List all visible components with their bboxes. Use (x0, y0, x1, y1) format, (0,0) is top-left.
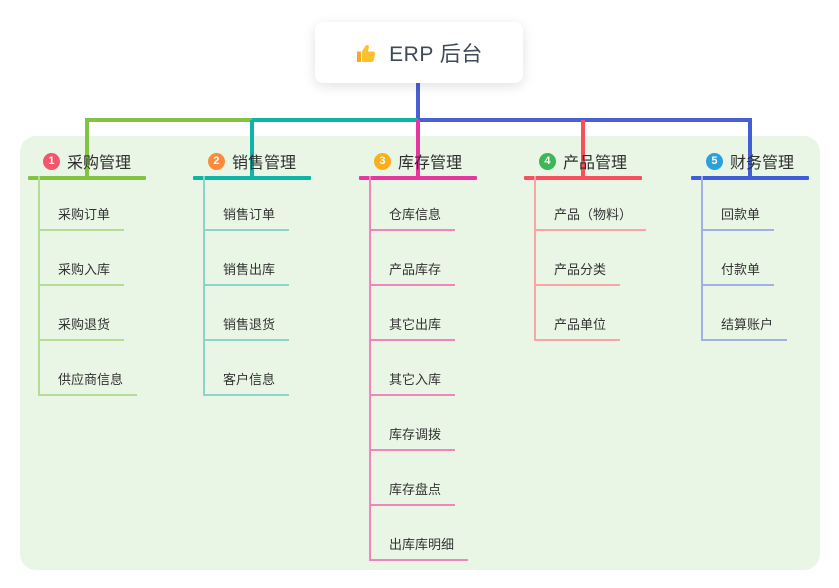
root-label: ERP 后台 (389, 42, 483, 66)
branch-drop-line-5 (748, 120, 752, 180)
child-node[interactable]: 出库库明细 (371, 506, 469, 561)
branch-node-2[interactable]: 2 销售管理 (193, 148, 311, 174)
thumbs-up-icon (355, 41, 379, 65)
child-node[interactable]: 销售出库 (205, 231, 290, 286)
child-label: 产品（物料） (554, 207, 633, 222)
branch-drop-line-1 (85, 120, 89, 180)
child-label: 回款单 (721, 207, 761, 222)
child-label: 销售订单 (223, 207, 276, 222)
branch-underline (524, 176, 642, 180)
branch-children-4: 产品（物料） 产品分类产品单位 (534, 176, 647, 341)
child-label: 其它入库 (389, 372, 442, 387)
child-label: 库存盘点 (389, 482, 442, 497)
branch-node-5[interactable]: 5 财务管理 (691, 148, 809, 174)
mindmap-background-panel (20, 136, 820, 570)
child-node[interactable]: 产品（物料） (536, 176, 647, 231)
branch-number-badge: 4 (538, 152, 556, 170)
child-node[interactable]: 销售退货 (205, 286, 290, 341)
child-label: 销售出库 (223, 262, 276, 277)
child-label: 采购订单 (58, 207, 111, 222)
branch-children-2: 销售订单销售出库销售退货客户信息 (203, 176, 290, 396)
bus-segment-right (418, 118, 752, 122)
branch-node-3[interactable]: 3 库存管理 (359, 148, 477, 174)
child-node[interactable]: 产品库存 (371, 231, 456, 286)
child-label: 产品分类 (554, 262, 607, 277)
child-label: 仓库信息 (389, 207, 442, 222)
child-label: 采购入库 (58, 262, 111, 277)
child-label: 客户信息 (223, 372, 276, 387)
child-node[interactable]: 库存调拨 (371, 396, 456, 451)
root-stem-line (416, 82, 420, 122)
child-node[interactable]: 库存盘点 (371, 451, 456, 506)
child-node[interactable]: 仓库信息 (371, 176, 456, 231)
branch-label: 销售管理 (231, 155, 296, 172)
child-label: 供应商信息 (58, 372, 124, 387)
child-label: 结算账户 (721, 317, 774, 332)
child-label: 销售退货 (223, 317, 276, 332)
child-node[interactable]: 采购订单 (40, 176, 125, 231)
child-node[interactable]: 产品分类 (536, 231, 621, 286)
branch-label: 财务管理 (729, 155, 794, 172)
branch-drop-line-2 (250, 120, 254, 180)
branch-drop-line-4 (581, 120, 585, 180)
child-node[interactable]: 销售订单 (205, 176, 290, 231)
child-node[interactable]: 客户信息 (205, 341, 290, 396)
child-label: 产品库存 (389, 262, 442, 277)
bus-segment-middle (252, 118, 418, 122)
child-node[interactable]: 采购入库 (40, 231, 125, 286)
branch-node-4[interactable]: 4 产品管理 (524, 148, 642, 174)
child-label: 付款单 (721, 262, 761, 277)
child-label: 库存调拨 (389, 427, 442, 442)
branch-underline (359, 176, 477, 180)
child-node[interactable]: 回款单 (703, 176, 775, 231)
branch-number-badge: 3 (373, 152, 391, 170)
child-node[interactable]: 其它入库 (371, 341, 456, 396)
child-label: 采购退货 (58, 317, 111, 332)
bus-segment-left (85, 118, 252, 122)
child-node[interactable]: 产品单位 (536, 286, 621, 341)
child-node[interactable]: 其它出库 (371, 286, 456, 341)
branch-label: 库存管理 (397, 155, 462, 172)
branch-children-5: 回款单付款单结算账户 (701, 176, 788, 341)
child-label: 其它出库 (389, 317, 442, 332)
branch-label: 产品管理 (562, 155, 627, 172)
branch-underline (28, 176, 146, 180)
child-node[interactable]: 供应商信息 (40, 341, 138, 396)
child-label: 产品单位 (554, 317, 607, 332)
root-node[interactable]: ERP 后台 (315, 22, 523, 83)
branch-children-1: 采购订单采购入库采购退货供应商信息 (38, 176, 138, 396)
branch-number-badge: 1 (42, 152, 60, 170)
child-label: 出库库明细 (389, 537, 455, 552)
branch-number-badge: 2 (207, 152, 225, 170)
branch-node-1[interactable]: 1 采购管理 (28, 148, 146, 174)
branch-drop-line-3 (416, 120, 420, 180)
branch-children-3: 仓库信息产品库存其它出库其它入库库存调拨库存盘点出库库明细 (369, 176, 469, 561)
branch-number-badge: 5 (705, 152, 723, 170)
branch-underline (691, 176, 809, 180)
child-node[interactable]: 结算账户 (703, 286, 788, 341)
child-node[interactable]: 付款单 (703, 231, 775, 286)
branch-underline (193, 176, 311, 180)
child-node[interactable]: 采购退货 (40, 286, 125, 341)
branch-label: 采购管理 (66, 155, 131, 172)
